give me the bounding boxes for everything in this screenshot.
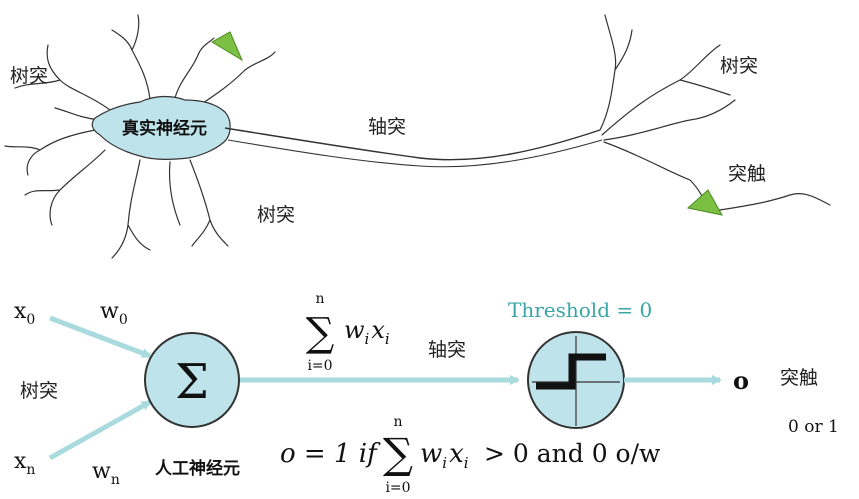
input-x0: x0 — [14, 299, 35, 328]
svg-text:i=0: i=0 — [307, 358, 332, 374]
svg-text:o = 1 if: o = 1 if — [280, 439, 381, 469]
weighted-sum-formula: n ∑ i=0 wixi — [306, 291, 390, 374]
axon-label: 轴突 — [368, 116, 406, 138]
output-rule-formula: o = 1 if n ∑ i=0 wixi > 0 and 0 o/w — [280, 414, 661, 496]
dendrite-branches-bottom — [111, 159, 229, 259]
dendrite-label-right: 树突 — [720, 55, 758, 77]
synapse-terminal-top — [211, 31, 244, 62]
axon-edge — [227, 139, 603, 168]
dendrite-branches-left — [4, 44, 111, 226]
axon — [224, 127, 601, 161]
axon-terminal-branches — [599, 14, 831, 213]
input-xn: xn — [14, 449, 35, 478]
input-arrow-top — [49, 315, 152, 359]
svg-text:n: n — [393, 414, 402, 430]
svg-text:wixi: wixi — [344, 316, 390, 348]
step-function-icon — [536, 353, 606, 390]
output-symbol: o — [733, 366, 749, 395]
threshold-label: Threshold = 0 — [508, 298, 652, 322]
synapse-label-artificial: 突触 — [780, 367, 818, 389]
input-arrow-bottom — [48, 399, 152, 461]
svg-text:i=0: i=0 — [385, 480, 410, 496]
svg-text:> 0 and 0 o/w: > 0 and 0 o/w — [484, 439, 661, 468]
svg-text:wixi: wixi — [420, 439, 469, 472]
output-values: 0 or 1 — [788, 417, 839, 437]
synapse-label: 突触 — [728, 163, 766, 185]
summation-node — [144, 332, 240, 428]
artificial-neuron-label: 人工神经元 — [155, 458, 240, 479]
artificial-neuron: Σ x0 w0 树突 xn wn 人工神经元 n ∑ i=0 wixi 轴突 T… — [14, 291, 839, 496]
svg-text:∑: ∑ — [383, 429, 413, 478]
synapse-terminal-bottom — [686, 189, 723, 216]
dendrite-label-bottom: 树突 — [257, 204, 295, 226]
dendrite-label-left: 树突 — [10, 65, 48, 87]
weight-wn: wn — [92, 459, 120, 488]
cell-body-label: 真实神经元 — [122, 118, 207, 139]
dendrite-label-artificial: 树突 — [20, 380, 58, 402]
svg-text:n: n — [315, 291, 324, 307]
sum-symbol: Σ — [175, 354, 209, 410]
axon-label-artificial: 轴突 — [428, 339, 466, 361]
biological-neuron: 树突 真实神经元 轴突 树突 树突 突触 — [4, 14, 831, 259]
svg-text:∑: ∑ — [306, 310, 335, 356]
weight-w0: w0 — [100, 299, 128, 328]
cell-body — [91, 95, 231, 160]
dendrite-branches-top — [111, 14, 276, 106]
